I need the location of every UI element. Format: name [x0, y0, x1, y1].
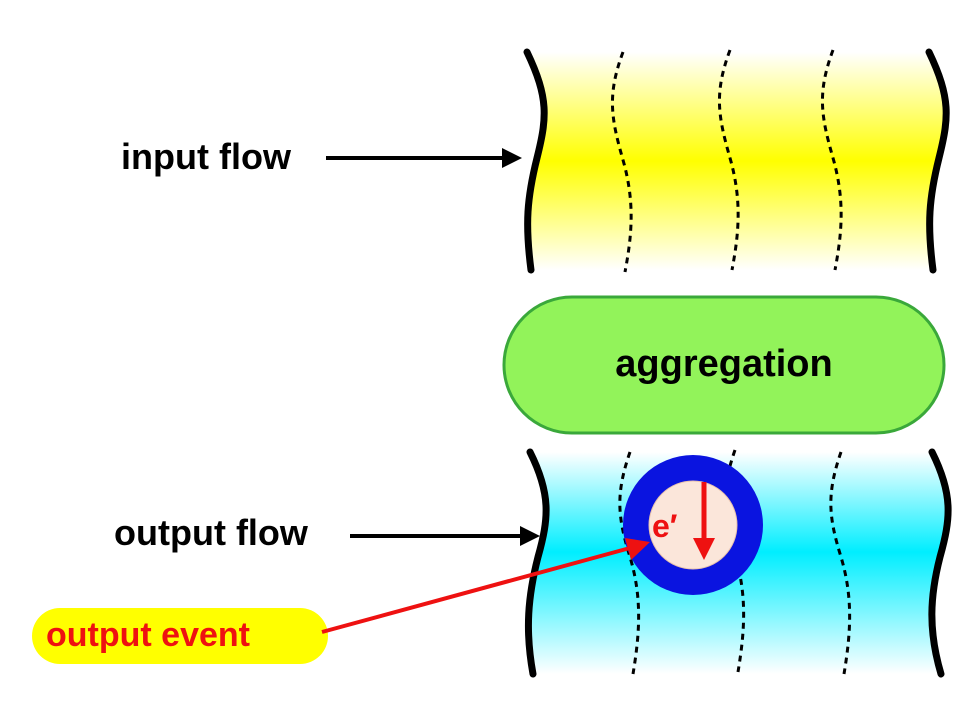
- output-event-circle: [623, 455, 763, 595]
- output-divider-3: [829, 451, 852, 675]
- input-divider-1: [610, 51, 633, 273]
- input-divider-3: [820, 49, 843, 271]
- output-stream-right-edge: [928, 448, 952, 678]
- input-stream: [523, 48, 950, 274]
- input-stream-right-edge: [925, 48, 950, 274]
- aggregation-label: aggregation: [615, 343, 833, 385]
- input-divider-2: [717, 49, 740, 271]
- down-arrow-icon: [693, 482, 715, 560]
- output-divider-1: [618, 451, 641, 675]
- output-flow-arrow: [350, 526, 540, 546]
- output-flow-label: output flow: [114, 512, 308, 553]
- event-symbol: e′: [652, 508, 678, 544]
- input-stream-left-edge: [523, 48, 548, 274]
- output-event-highlight: [32, 608, 328, 664]
- aggregation-box: [502, 295, 946, 435]
- output-event-label: output event: [46, 616, 250, 654]
- output-stream-left-edge: [524, 448, 550, 678]
- output-event-pointer-arrow: [321, 538, 650, 634]
- input-flow-arrow: [326, 148, 522, 168]
- input-flow-label: input flow: [121, 136, 291, 177]
- output-event-core: [648, 480, 738, 570]
